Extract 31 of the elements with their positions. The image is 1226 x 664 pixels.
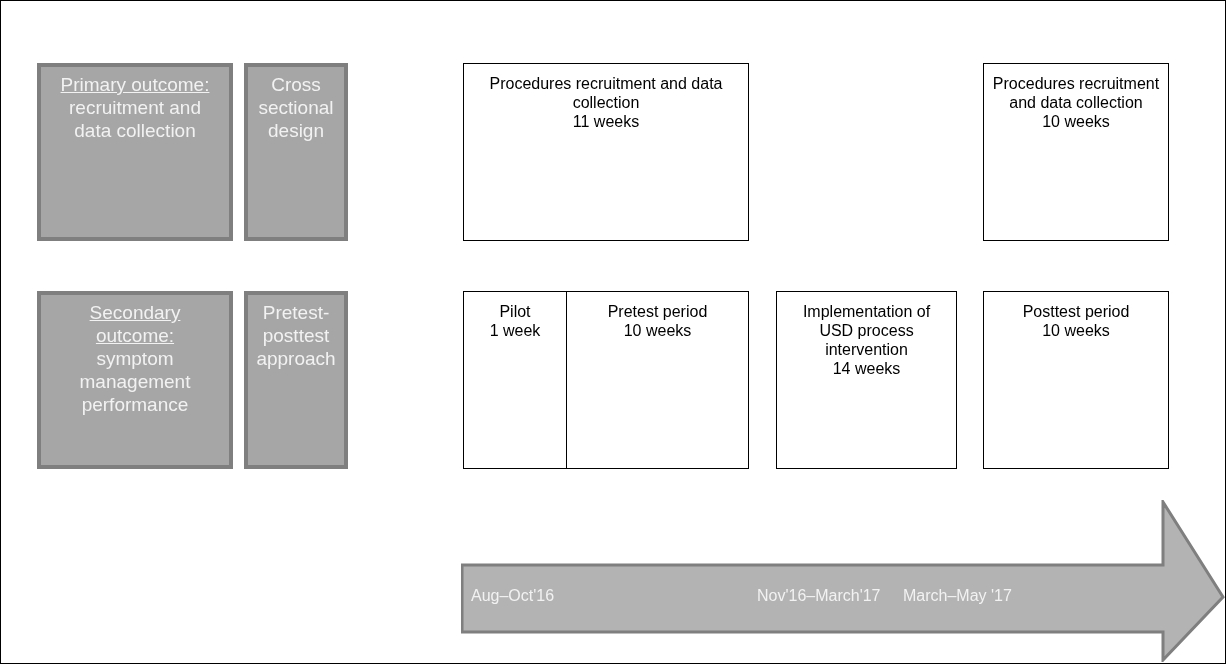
phase-text: Implementation of USD process intervention [801,302,932,359]
outcome-text: symptom management performance [78,347,192,416]
duration-text: 10 weeks [1042,321,1110,340]
phase-box [776,291,957,469]
phase-text: Procedures recruitment and data collection [992,74,1160,112]
phase-box [567,291,749,469]
outcome-box [37,63,233,241]
outcome-heading: Primary outcome: [60,73,210,96]
outcome-box [37,291,233,469]
phase-text: Pilot [499,302,531,321]
date-label: Nov'16–March'17 [757,587,881,605]
date-label: March–May '17 [903,587,1012,605]
design-box [244,63,348,241]
design-text: Pretest-posttest approach [256,301,336,370]
phase-box [463,63,749,241]
phase-text: Pretest period [607,302,708,321]
phase-box [983,291,1169,469]
outcome-text: recruitment and data collection [68,96,202,142]
duration-text: 10 weeks [623,321,692,340]
date-label: Aug–Oct'16 [471,587,555,605]
duration-text: 10 weeks [1042,112,1110,131]
outcome-heading: Secondary outcome: [88,301,182,347]
phase-box [983,63,1169,241]
phase-box [463,291,567,469]
phase-text: Procedures recruitment and data collection [488,74,724,112]
phase-text: Posttest period [1022,302,1130,321]
design-text: Cross sectional design [258,73,334,142]
duration-text: 1 week [489,321,541,340]
duration-text: 14 weeks [832,359,901,378]
duration-text: 11 weeks [572,112,640,131]
design-box [244,291,348,469]
